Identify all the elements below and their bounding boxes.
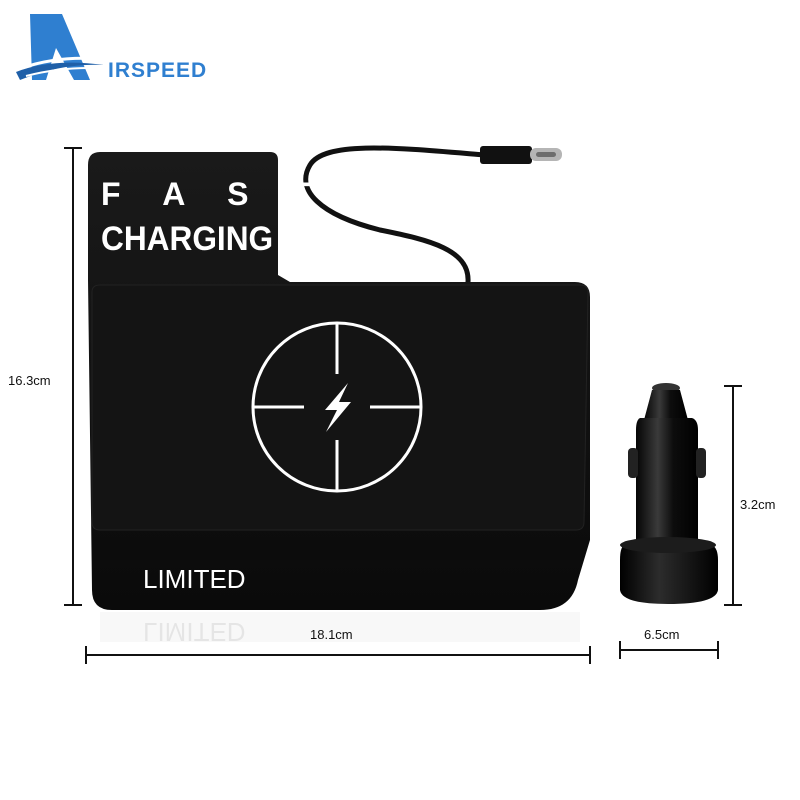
height-dimension-line	[64, 147, 82, 606]
adapter-height-label: 3.2cm	[740, 497, 776, 512]
usb-cable	[303, 145, 488, 285]
car-charger-adapter	[620, 383, 718, 604]
logo-wordmark: IRSPEED	[108, 59, 208, 82]
fast-label: F A S T	[101, 176, 328, 212]
usb-c-plug	[480, 146, 532, 164]
lightning-bolt-icon	[325, 383, 351, 432]
logo-emblem-icon	[16, 14, 123, 80]
width-dimension-label: 18.1cm	[310, 627, 353, 642]
width-dimension-line	[85, 646, 591, 664]
adapter-height-dimension-line	[724, 385, 742, 606]
limited-reflection: LIMITED	[143, 617, 246, 647]
charging-label: CHARGING	[101, 220, 274, 258]
height-dimension-label: 16.3cm	[8, 373, 51, 388]
adapter-width-dimension-line	[619, 641, 719, 659]
adapter-width-label: 6.5cm	[644, 627, 680, 642]
airspeed-logo: IRSPEED	[12, 10, 212, 90]
wireless-charging-icon	[251, 321, 423, 493]
limited-label: LIMITED	[143, 564, 246, 594]
